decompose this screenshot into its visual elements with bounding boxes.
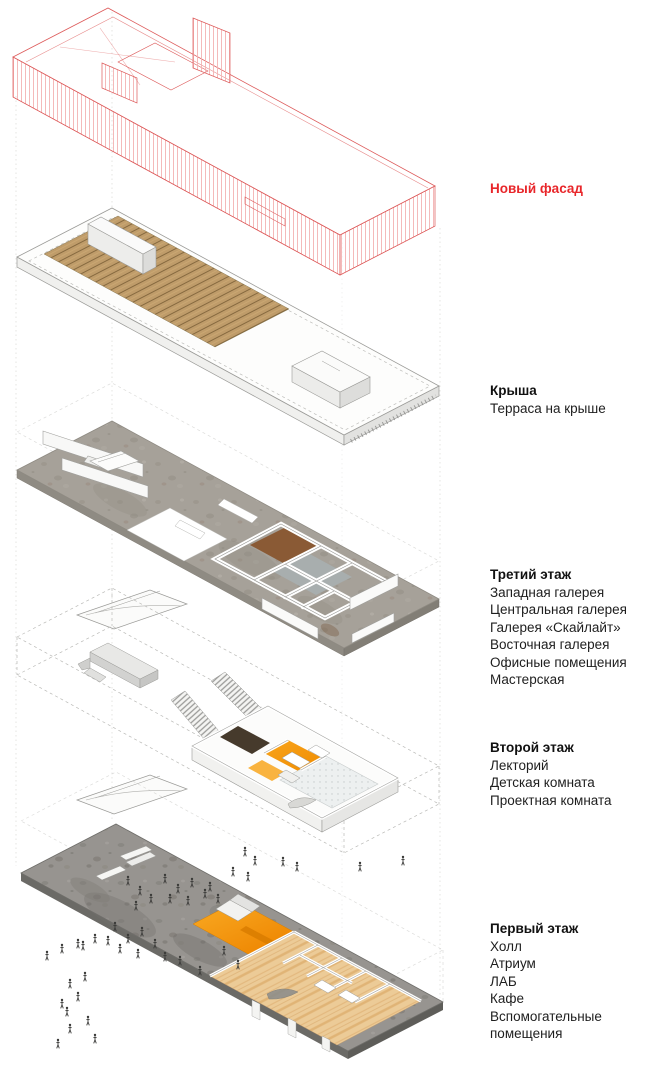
second-floor-level [16, 587, 440, 854]
label-line: Восточная галерея [490, 637, 610, 652]
label-line: Холл [490, 938, 522, 954]
section-title: Первый этаж [490, 921, 579, 936]
escalator-ramp [210, 671, 262, 718]
gray-floor-room [272, 553, 352, 595]
mezzanine-ramp [77, 642, 159, 689]
facade-label: Новый фасад [490, 181, 583, 196]
ground-floor-walls [209, 930, 422, 1004]
plaza-ramp [95, 845, 157, 881]
floor-notch [126, 507, 228, 562]
label-line: Атриум [490, 956, 536, 971]
curved-arrow [266, 988, 299, 1000]
label-line: Проектная комната [490, 792, 612, 808]
label-line: Кафе [490, 991, 524, 1006]
label-line: Детская комната [490, 775, 595, 790]
lecture-hall-dark-floor [220, 726, 270, 754]
label-line: Терраса на крыше [490, 400, 606, 416]
roof-serrated-edge [350, 394, 437, 443]
label-line: Офисные помещения [490, 654, 627, 670]
label-line: Мастерская [490, 672, 565, 687]
project-room-orange-floor [248, 760, 286, 781]
under-slab-fins [251, 999, 331, 1053]
west-gallery-walls [42, 430, 149, 499]
section-items: Терраса на крыше [490, 400, 648, 418]
roof-level [16, 207, 440, 446]
first-floor-level [20, 771, 444, 1059]
third-floor-level [16, 382, 440, 657]
second-floor-ramp-wedge [75, 774, 189, 815]
roof-label-block: Крыша Терраса на крыше [490, 382, 648, 417]
curved-arrow [287, 797, 317, 809]
facade-wireframe [12, 7, 436, 276]
section-title: Крыша [490, 383, 537, 398]
east-gallery-rooms [210, 521, 399, 644]
roof-skylight-box [291, 350, 371, 409]
label-line: Галерея «Скайлайт» [490, 619, 621, 635]
second-floor-volume [188, 704, 402, 833]
roof-pavilion-box [87, 216, 157, 275]
label-line: ЛАБ [490, 973, 517, 989]
label-line: Центральная галерея [490, 602, 627, 617]
section-title: Второй этаж [490, 740, 574, 755]
label-line: Вспомогательные помещения [490, 1008, 602, 1042]
label-line: Лекторий [490, 757, 549, 773]
third-floor-ramp-wedge [75, 589, 189, 630]
section-title: Третий этаж [490, 567, 572, 582]
label-line: Западная галерея [490, 584, 605, 600]
